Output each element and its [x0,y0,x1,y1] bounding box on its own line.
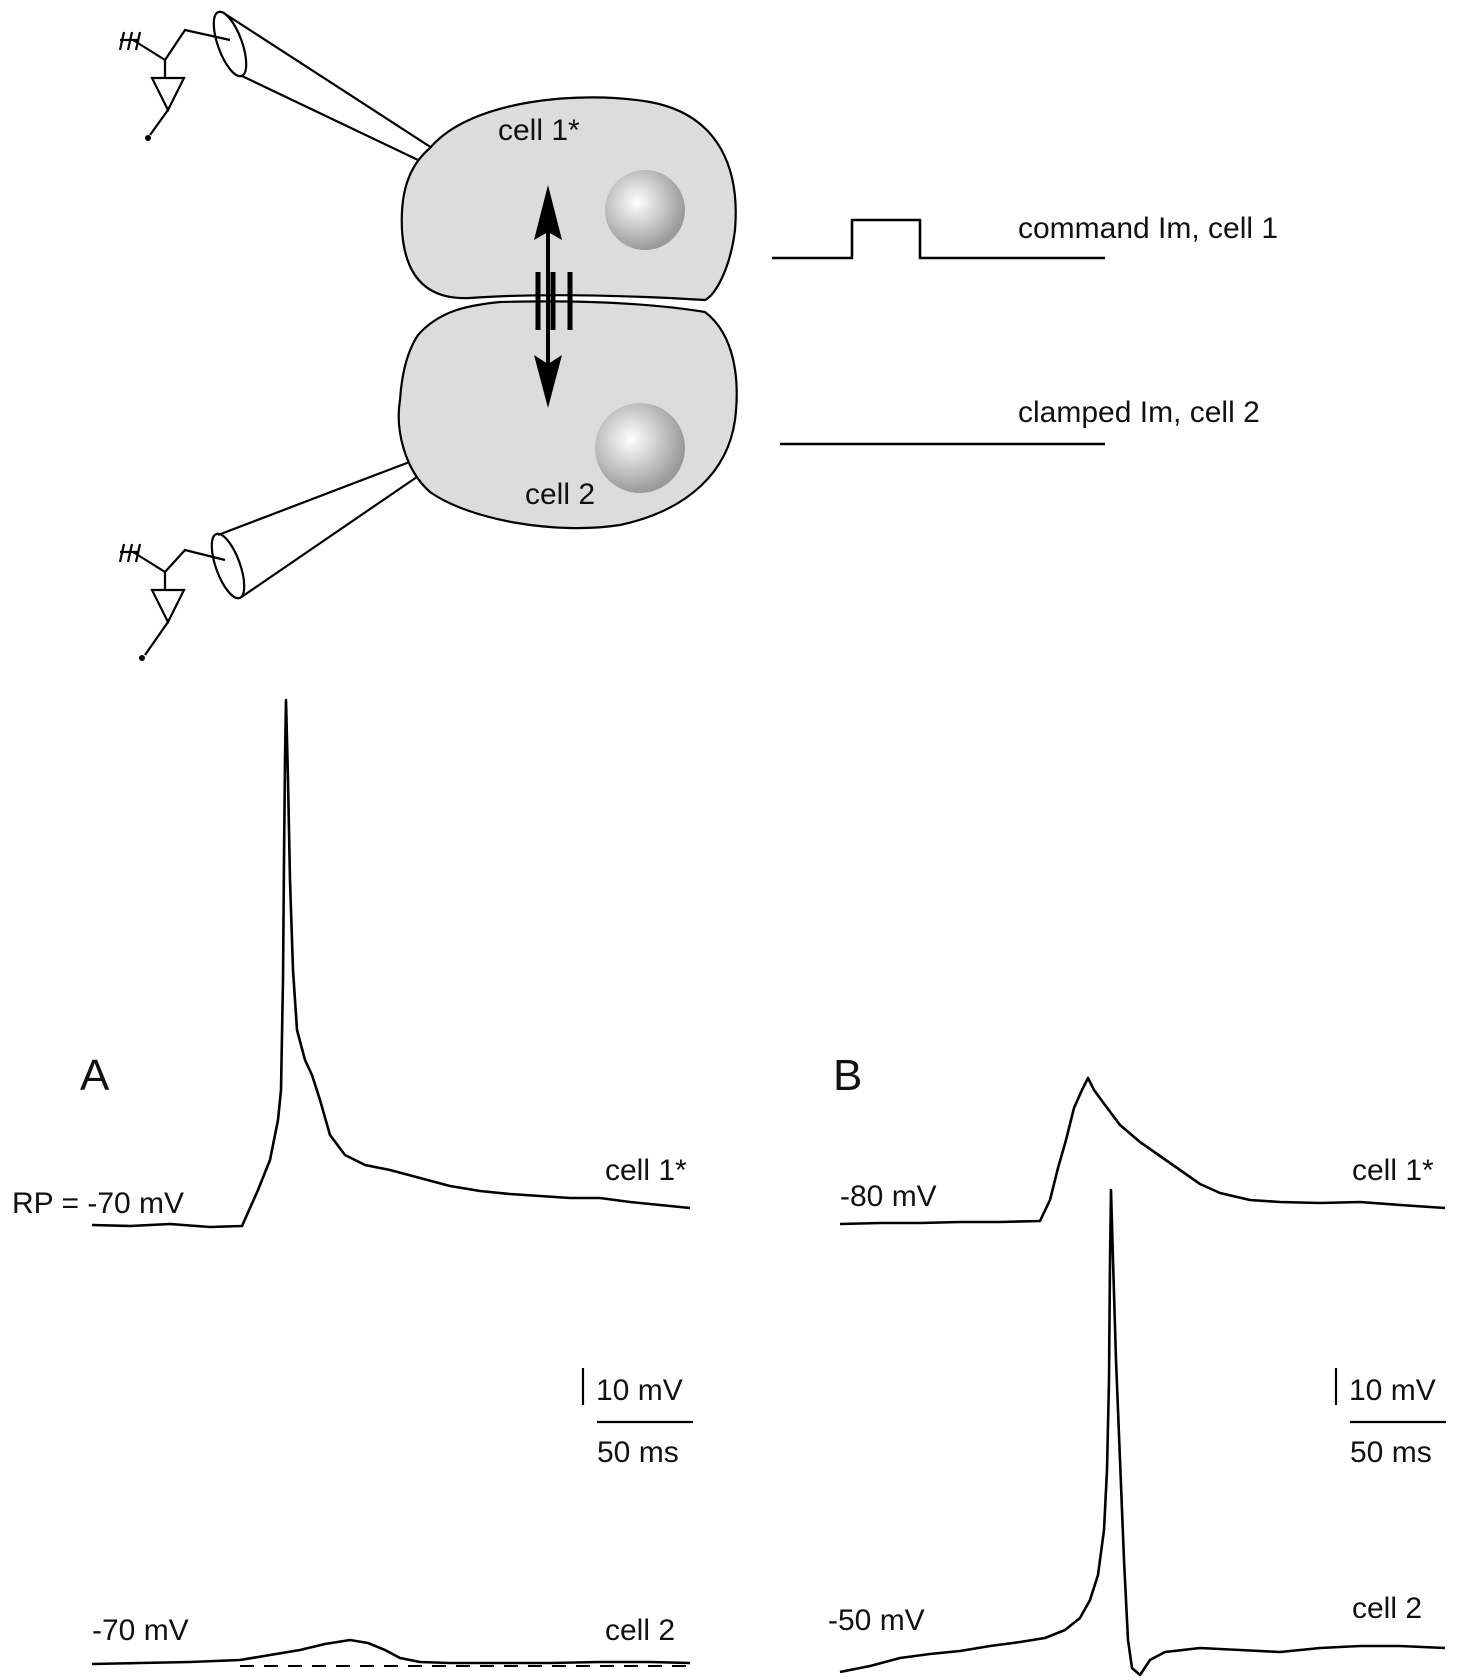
panel-a-scale-bar: 10 mV 50 ms [581,1368,693,1469]
panel-b-bottom-trace-label: cell 2 [1352,1592,1422,1625]
panel-a-bottom-trace-label: cell 2 [605,1614,675,1647]
panel-a-cell-2-trace [91,1638,691,1666]
panel-a-bottom-baseline-label: -70 mV [92,1614,189,1647]
panel-a-scale-time: 50 ms [597,1436,679,1469]
cell-2-nucleus [595,403,685,493]
bottom-electrode-amplifier-icon [118,456,431,661]
panel-b-scale-bar: 10 mV 50 ms [1334,1368,1446,1469]
panel-b-top-trace-label: cell 1* [1352,1154,1434,1187]
panel-a-top-baseline-label: RP = -70 mV [12,1187,184,1220]
cell-2-label: cell 2 [525,478,595,511]
command-current-trace [772,218,1105,260]
panel-b-top-baseline-label: -80 mV [840,1180,937,1213]
panel-a-scale-voltage: 10 mV [596,1374,683,1407]
panel-b-scale-time: 50 ms [1350,1436,1432,1469]
panel-b-letter: B [833,1051,862,1100]
panel-b-bottom-baseline-label: -50 mV [828,1604,925,1637]
panel-a-top-trace-label: cell 1* [605,1154,687,1187]
command-current-label: command Im, cell 1 [1018,212,1278,245]
cell-1-nucleus [605,170,685,250]
gap-junction-icon [534,185,573,408]
panel-b-scale-voltage: 10 mV [1349,1374,1436,1407]
panel-a-letter: A [80,1051,110,1100]
clamped-current-label: clamped Im, cell 2 [1018,396,1260,429]
panel-b-cell-1-trace [839,1076,1446,1226]
panel-a: A RP = -70 mV cell 1* 10 mV 50 ms -70 mV… [12,698,693,1667]
top-electrode-amplifier-icon [118,10,433,161]
cell-1-label: cell 1* [498,114,580,147]
panel-b-cell-2-trace [839,1188,1446,1677]
panel-a-cell-1-trace [91,698,691,1229]
panel-b: B -80 mV cell 1* 10 mV 50 ms -50 mV cell… [828,1051,1446,1677]
schematic: cell 1* cell 2 command Im, cell 1 clampe… [118,10,1278,661]
